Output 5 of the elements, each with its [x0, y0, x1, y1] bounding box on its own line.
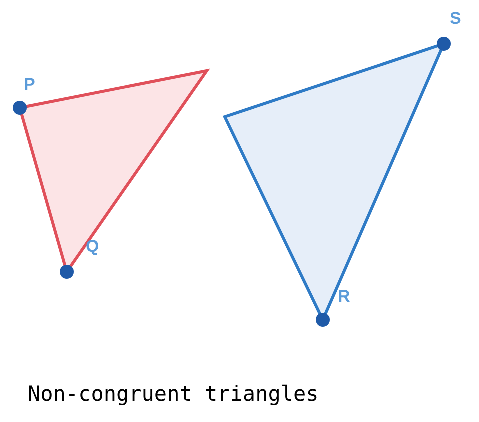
vertex-label: S [450, 10, 462, 27]
vertex-label: P [24, 76, 36, 93]
vertex-label: Q [86, 238, 100, 255]
caption: Non-congruent triangles [28, 384, 319, 405]
vertex-label: R [338, 288, 350, 305]
